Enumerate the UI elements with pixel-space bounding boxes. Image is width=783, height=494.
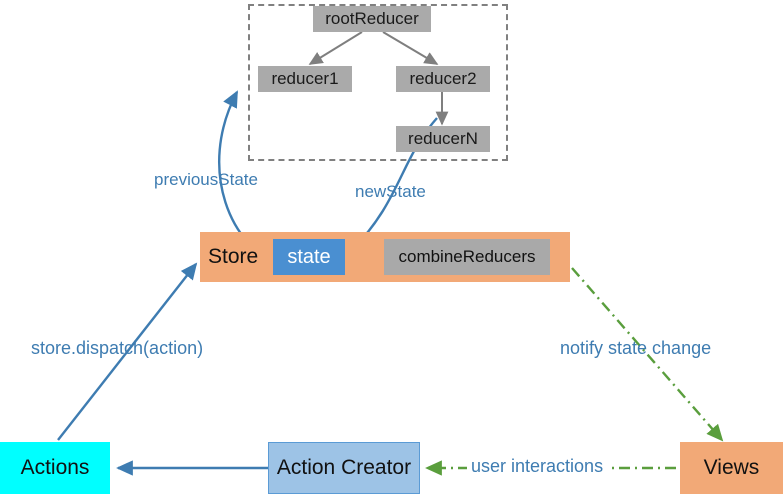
node-reducer2-label: reducer2 <box>409 69 477 88</box>
state-chip[interactable]: state <box>273 239 345 275</box>
store-label-text: Store <box>208 245 259 268</box>
node-root-reducer[interactable]: rootReducer <box>313 6 431 32</box>
edge-root-to-reducer2 <box>382 31 439 65</box>
node-root-reducer-label: rootReducer <box>325 9 419 28</box>
node-reducer2[interactable]: reducer2 <box>396 66 490 92</box>
combine-reducers-chip[interactable]: combineReducers <box>384 239 550 275</box>
store-label: Store <box>208 232 258 282</box>
label-previous-state: previousState <box>154 170 258 189</box>
node-reducer-n-label: reducerN <box>408 129 478 148</box>
reducer-group-container <box>248 4 508 161</box>
edge-root-to-reducer1 <box>308 31 363 65</box>
edge-store-dispatch <box>57 262 198 441</box>
node-actions-label: Actions <box>20 456 90 479</box>
node-reducer1-label: reducer1 <box>271 69 339 88</box>
node-action-creator[interactable]: Action Creator <box>268 442 420 494</box>
combine-reducers-label: combineReducers <box>398 247 536 266</box>
node-action-creator-label: Action Creator <box>276 456 412 479</box>
label-notify-state-change: notify state change <box>560 338 712 358</box>
label-new-state: newState <box>355 182 426 201</box>
node-views[interactable]: Views <box>680 442 783 494</box>
node-reducer1[interactable]: reducer1 <box>258 66 352 92</box>
node-actions[interactable]: Actions <box>0 442 110 494</box>
node-reducer-n[interactable]: reducerN <box>396 126 490 152</box>
label-user-interactions: user interactions <box>467 456 608 477</box>
edge-notify-state-change <box>571 267 724 442</box>
state-chip-label: state <box>287 245 331 268</box>
node-views-label: Views <box>703 456 760 479</box>
label-store-dispatch: store.dispatch(action) <box>31 338 204 358</box>
